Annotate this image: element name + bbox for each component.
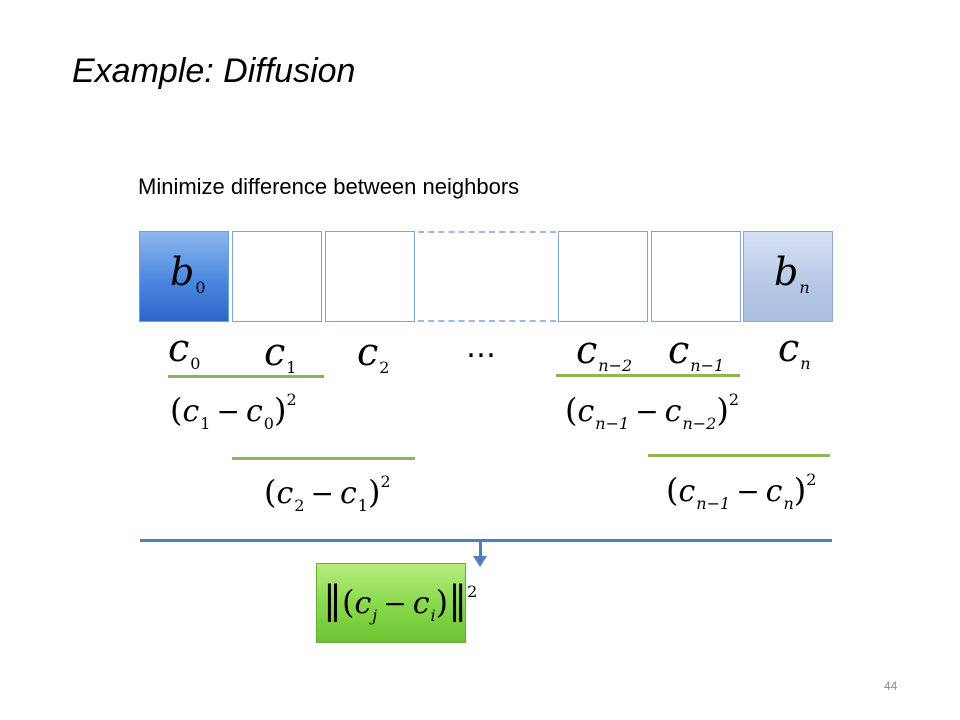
down-arrow-icon [473,556,487,567]
label-cn-1: cn−1 [668,328,725,375]
label-cn: cn [778,326,811,373]
label-c1: c1 [264,330,297,377]
term-line-4 [648,454,830,457]
cell-n-1 [651,231,741,322]
cell-bn: bn [743,231,833,322]
b0-label: b0 [170,250,206,297]
label-c0: c0 [168,326,201,373]
term-cn1-minus-cn2: (cn−1−cn−2)2 [565,390,740,433]
label-c2: c2 [357,330,390,377]
result-box: ‖(cj−ci)‖2 [316,563,477,643]
page-number: 44 [884,679,898,693]
slide-title: Example: Diffusion [72,52,356,90]
term-cn1-minus-cn: (cn−1−cn)2 [666,470,817,513]
result-norm: ‖(cj−ci)‖2 [323,578,478,625]
term-line-1 [168,375,324,378]
term-c2-minus-c1: (c2−c1)2 [264,472,391,515]
sum-line [140,539,832,542]
cell-2 [325,231,415,322]
term-c1-minus-c0: (c1−c0)2 [170,390,297,433]
cell-n-2 [558,231,648,322]
down-arrow-stem [479,541,482,559]
cell-b0: b0 [139,231,229,322]
cell-1 [232,231,322,322]
slide-subtitle: Minimize difference between neighbors [138,174,520,199]
label-ellipsis: … [466,330,496,365]
cell-ellipsis [418,231,556,322]
term-line-3 [556,374,740,377]
term-line-2 [232,457,415,460]
bn-label: bn [774,250,810,297]
label-cn-2: cn−2 [576,328,633,375]
